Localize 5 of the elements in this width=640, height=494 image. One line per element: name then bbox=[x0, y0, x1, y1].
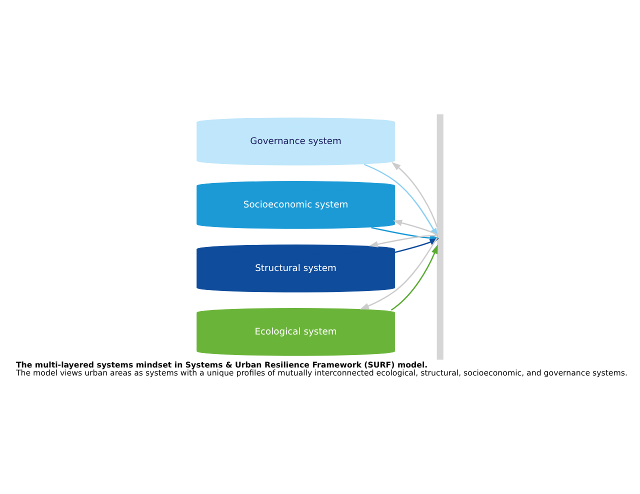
node-bar bbox=[436, 114, 444, 360]
arrow bbox=[392, 162, 438, 227]
arrow bbox=[368, 234, 438, 247]
arrow bbox=[392, 219, 438, 235]
arrow bbox=[390, 244, 438, 310]
